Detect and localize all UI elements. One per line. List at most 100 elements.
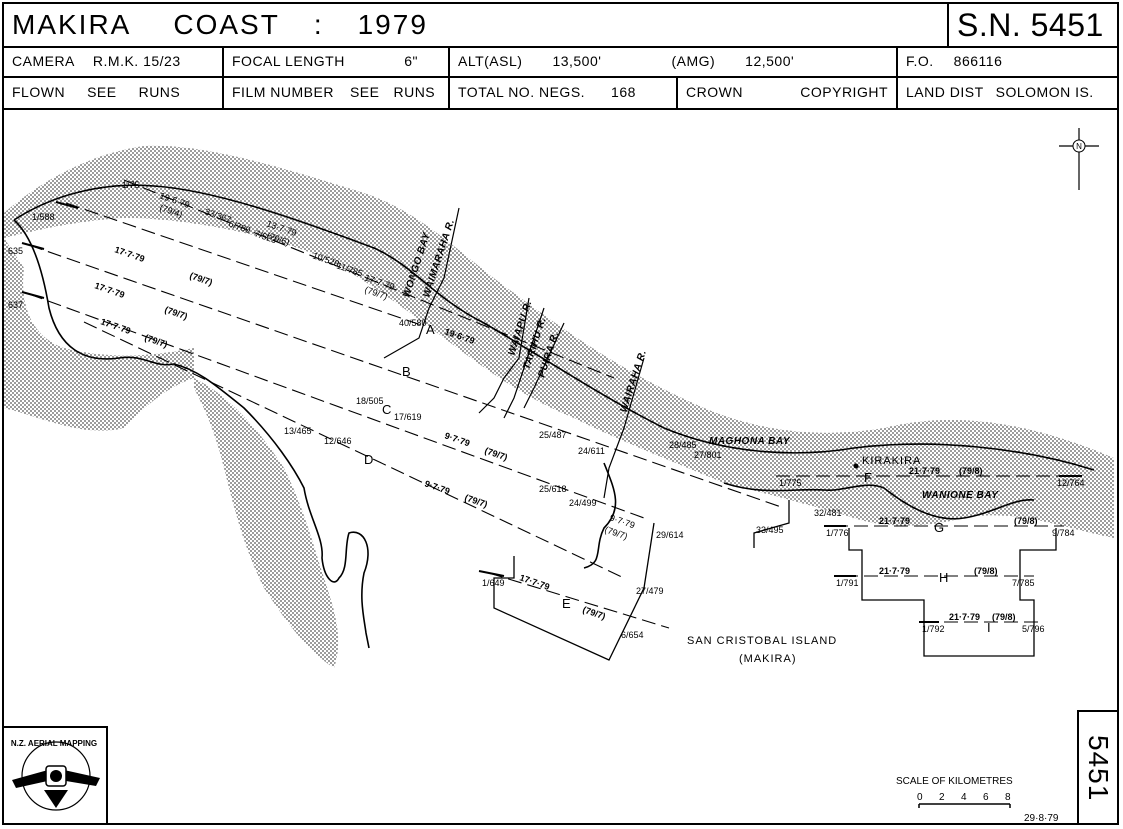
run-c-film-2: (79/7) <box>483 445 508 462</box>
river-tarihu <box>503 307 545 419</box>
run-g-end-label: 9/784 <box>1052 528 1075 538</box>
film-label: FILM NUMBER <box>232 84 334 100</box>
island-name: SAN CRISTOBAL ISLAND <box>687 635 837 647</box>
run-a-end-label: 40/580 <box>399 318 427 328</box>
camera-cell: CAMERA R.M.K. 15/23 <box>4 46 224 76</box>
run-label-d: D <box>364 452 373 467</box>
block-c-boundary <box>753 500 790 548</box>
run-c-start-label: 637 <box>8 300 23 310</box>
run-c-line <box>28 293 645 519</box>
south-stipple <box>194 378 339 668</box>
run-label-c: C <box>382 402 391 417</box>
fo-cell: F.O. 866116 <box>898 46 1117 76</box>
run-ticks <box>21 201 1082 623</box>
photo-label-14: 24/611 <box>578 446 605 456</box>
run-b-film: (79/7) <box>163 304 188 321</box>
scale-tick-4: 4 <box>961 792 967 803</box>
scale-tick-2: 2 <box>939 792 945 803</box>
town-label: KIRAKIRA <box>862 455 921 467</box>
negs-cell: TOTAL No. NEGS. 168 <box>450 76 678 108</box>
logo-box: N.Z. AERIAL MAPPING <box>4 726 108 825</box>
run-label-b: B <box>402 364 411 379</box>
flight-runs <box>28 179 1074 629</box>
island-alt-name: (MAKIRA) <box>739 653 797 665</box>
run-e-date: 17·7·79 <box>518 572 551 592</box>
title-year: 1979 <box>357 9 428 40</box>
run-c-film: (79/7) <box>143 332 168 349</box>
run-label-e: E <box>562 596 571 611</box>
photo-label-17: 28/485 <box>669 440 697 450</box>
photo-label-18: 27/801 <box>694 450 722 460</box>
coastal-stipple <box>4 145 1114 538</box>
run-label-a: A <box>426 322 435 337</box>
bay-label-maghona: MAGHONA BAY <box>709 436 791 447</box>
photo-label-19: 29/614 <box>656 530 684 540</box>
north-arrow-icon: N <box>1059 128 1099 190</box>
north-coastline <box>13 184 1095 471</box>
river-waiapu <box>478 297 530 414</box>
copyright-label: COPYRIGHT <box>800 84 888 100</box>
photo-label-13: 25/487 <box>539 430 567 440</box>
flight-plan-map: N A B C D E F G H I 1/588 40/580 635 637… <box>4 128 1114 823</box>
run-e-line <box>488 572 670 629</box>
run-f-end-label: 12/764 <box>1057 478 1085 488</box>
tick-run-b-start <box>21 242 45 250</box>
run-a-film: (79/7) <box>188 270 213 287</box>
land-cell: LAND DIST SOLOMON IS. <box>898 76 1117 108</box>
run-a-date: 17·7·79 <box>113 244 146 264</box>
amg-label: (AMG) <box>671 53 716 69</box>
run-endpoint-labels: 1/588 40/580 635 637 17/619 13/465 12/64… <box>8 212 1085 634</box>
film-cell: FILM NUMBER SEE RUNS <box>224 76 450 108</box>
north-label: N <box>1076 142 1082 151</box>
sortie-number: S.N. 5451 <box>949 4 1117 46</box>
river-wairaha <box>603 357 645 499</box>
block-boundaries <box>493 500 1057 661</box>
run-label-i: I <box>987 620 991 635</box>
negs-label: TOTAL No. NEGS. <box>458 84 586 100</box>
run-b-date: 17·7·79 <box>93 280 126 300</box>
side-number: 5451 <box>1083 735 1114 802</box>
run-f-date: 21·7·79 <box>909 466 940 476</box>
camera-value: R.M.K. 15/23 <box>92 53 181 69</box>
run-letters: A B C D E F G H I <box>364 322 991 635</box>
south-coastline <box>583 462 1035 569</box>
logo-text: N.Z. AERIAL MAPPING <box>11 739 97 748</box>
tick-run-a-start <box>55 201 79 209</box>
title-coast: COAST <box>173 9 280 40</box>
photo-label-21: 32/481 <box>814 508 842 518</box>
run-e-start-label: 1/649 <box>482 578 505 588</box>
alt-value: 13,500' <box>552 53 602 69</box>
flown-label: FLOWN <box>12 84 66 100</box>
scale-tick-0: 0 <box>917 792 923 803</box>
run-i-film: (79/8) <box>992 612 1016 622</box>
run-e-film: (79/7) <box>581 604 606 621</box>
run-h-start-label: 1/791 <box>836 578 859 588</box>
land-label: LAND DIST <box>906 84 984 100</box>
camera-label: CAMERA <box>12 53 75 69</box>
film-see: SEE <box>349 84 380 100</box>
fo-value: 866116 <box>953 53 1003 69</box>
run-h-film: (79/8) <box>974 566 998 576</box>
run-d-film: (79/7) <box>463 492 488 509</box>
company-logo-icon: N.Z. AERIAL MAPPING <box>11 739 100 811</box>
photo-label-22: 6/654 <box>621 630 644 640</box>
river-waimaraha <box>383 207 460 359</box>
altitude-cell: ALT(ASL) 13,500' (AMG) 12,500' <box>450 46 898 76</box>
run-i-end-label: 5/796 <box>1022 624 1045 634</box>
title-row: MAKIRA COAST : 1979 S.N. 5451 <box>4 4 1117 48</box>
run-d-end-label: 12/646 <box>324 436 352 446</box>
map-title: MAKIRA COAST : 1979 <box>4 4 949 46</box>
run-h-date: 21·7·79 <box>879 566 910 576</box>
run-h-end-label: 7/785 <box>1012 578 1035 588</box>
scale-tick-6: 6 <box>983 792 989 803</box>
negs-value: 168 <box>611 84 636 100</box>
river-puira <box>523 322 565 409</box>
run-label-f: F <box>864 470 872 485</box>
map-date: 29·8·79 <box>1024 813 1059 823</box>
run-label-h: H <box>939 570 948 585</box>
sortie-number-text: S.N. 5451 <box>957 6 1104 43</box>
run-f-start-label: 1/775 <box>779 478 802 488</box>
focal-cell: FOCAL LENGTH 6" <box>224 46 450 76</box>
scale-tick-8: 8 <box>1005 792 1011 803</box>
town-marker-icon <box>853 463 859 469</box>
